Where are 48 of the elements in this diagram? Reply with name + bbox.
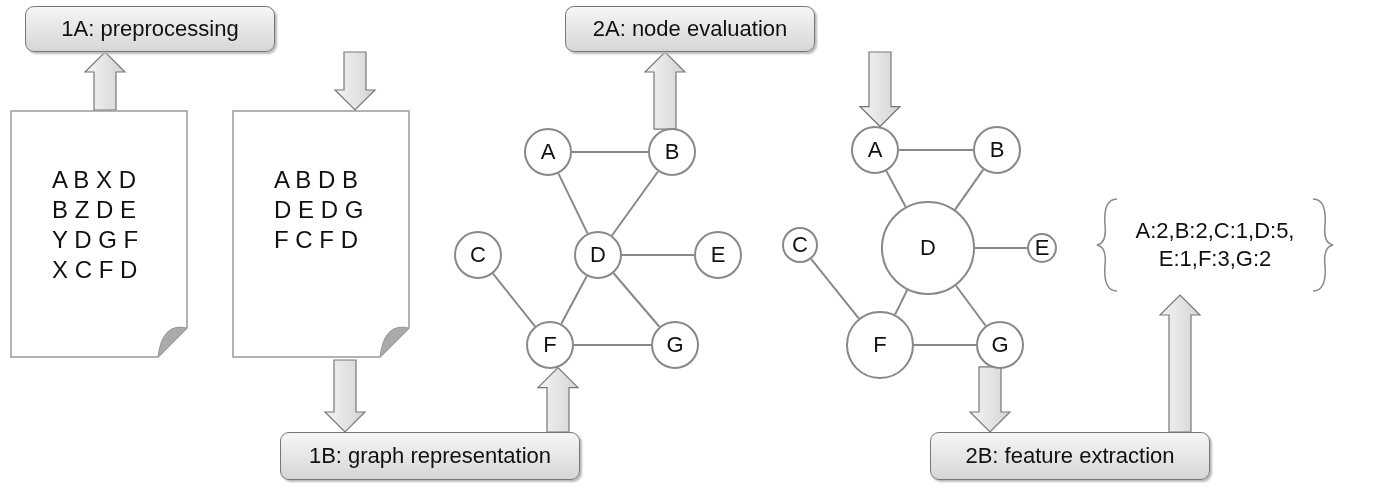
document-text: A B D B D E D G F C F D	[274, 165, 365, 255]
process-box: 2A: node evaluation	[565, 6, 815, 52]
graph-edge	[560, 275, 588, 325]
graph-edge	[974, 247, 1028, 249]
graph-edge	[621, 254, 695, 256]
graph-edge	[885, 170, 907, 208]
graph-node: A	[524, 128, 572, 176]
graph-edge	[612, 272, 661, 328]
graph-node: G	[651, 321, 699, 369]
feature-set	[1095, 195, 1335, 295]
graph-node: E	[694, 231, 742, 279]
block-arrow	[643, 51, 687, 130]
graph-edge	[557, 172, 589, 235]
graph-edge	[913, 344, 977, 346]
graph-node: C	[454, 231, 502, 279]
document-text: A B X D B Z D E Y D G F X C F D	[52, 165, 140, 285]
graph-edge	[611, 170, 659, 237]
process-box: 1A: preprocessing	[25, 6, 275, 52]
graph-edge	[573, 344, 652, 346]
graph-edge	[898, 149, 974, 151]
graph-node: E	[1027, 233, 1057, 263]
graph-edge	[571, 151, 649, 153]
graph-node: D	[574, 231, 622, 279]
graph-edge	[954, 168, 985, 211]
graph-node: B	[648, 128, 696, 176]
graph-node: C	[782, 227, 818, 263]
block-arrow	[858, 51, 902, 128]
graph-node: F	[846, 311, 914, 379]
graph-edge	[810, 258, 860, 320]
block-arrow	[83, 51, 127, 111]
feature-list: A:2,B:2,C:1,D:5, E:1,F:3,G:2	[1117, 217, 1313, 273]
graph-node: A	[851, 126, 899, 174]
graph-node: D	[881, 201, 975, 295]
document-page	[10, 110, 190, 360]
process-box: 2B: feature extraction	[930, 432, 1210, 480]
graph-node: G	[976, 321, 1024, 369]
graph-node: F	[526, 321, 574, 369]
block-arrow	[333, 51, 377, 111]
graph-edge	[894, 289, 909, 316]
graph-edge	[955, 284, 987, 327]
block-arrow	[536, 366, 580, 433]
graph-edge	[492, 272, 536, 328]
block-arrow	[1158, 294, 1202, 433]
graph-node: B	[973, 126, 1021, 174]
process-box: 1B: graph representation	[280, 432, 580, 480]
block-arrow	[323, 359, 367, 433]
block-arrow	[968, 366, 1012, 433]
document-page	[232, 110, 412, 360]
